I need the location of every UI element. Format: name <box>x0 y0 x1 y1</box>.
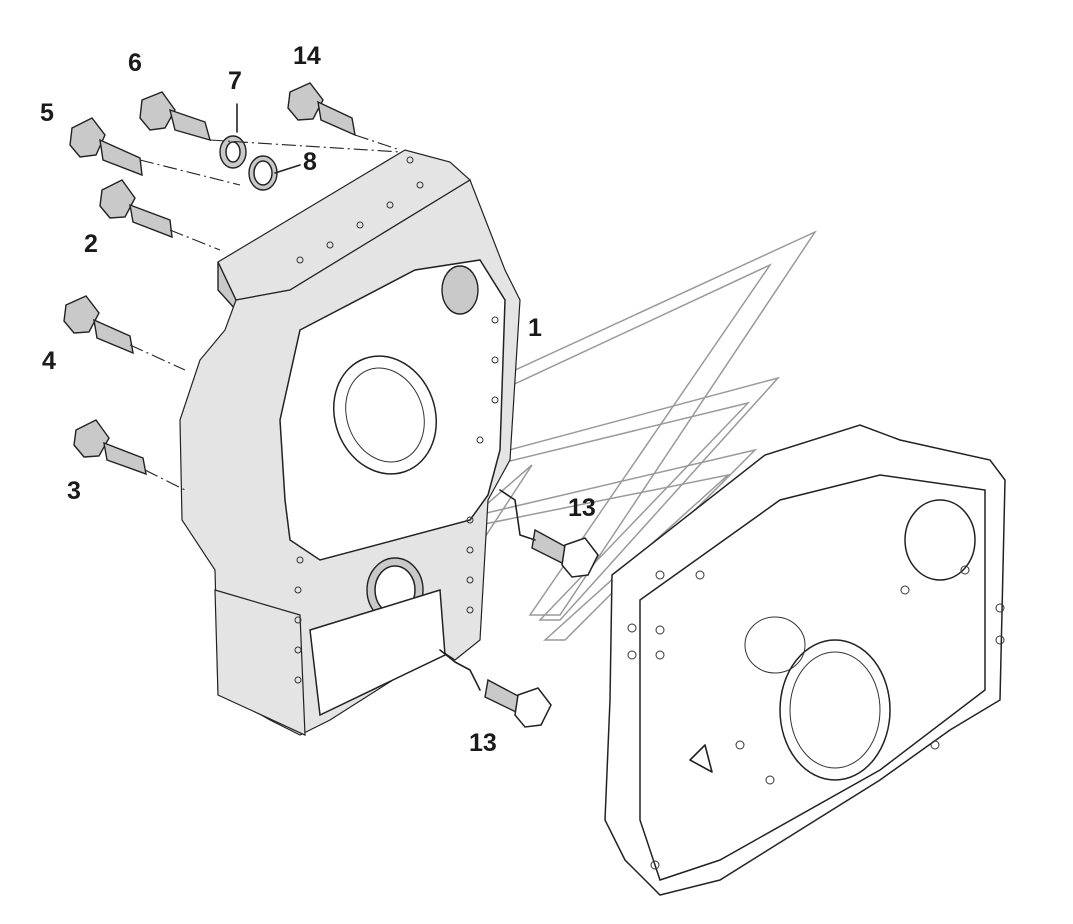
bolt-13-upper <box>531 528 599 578</box>
bolt-14 <box>287 82 356 137</box>
bolt-3 <box>73 419 147 476</box>
callout-14: 14 <box>293 42 321 70</box>
assembled-housing <box>604 424 1006 896</box>
bolt-5 <box>69 117 143 177</box>
bolt-6 <box>139 91 212 142</box>
callout-3: 3 <box>67 477 81 505</box>
leader-lines <box>129 103 536 691</box>
callout-8: 8 <box>303 148 317 176</box>
callout-7: 7 <box>228 67 242 95</box>
callout-4: 4 <box>42 347 56 375</box>
bolt-4 <box>63 295 134 355</box>
callout-13-upper: 13 <box>568 494 596 522</box>
bolt-13-lower <box>484 678 552 728</box>
washer-7 <box>219 135 247 169</box>
seal-ring-8 <box>248 155 278 191</box>
callout-13-lower: 13 <box>469 729 497 757</box>
bolt-2 <box>99 179 173 239</box>
housing-part-1 <box>179 149 521 736</box>
callout-5: 5 <box>40 99 54 127</box>
callout-6: 6 <box>128 49 142 77</box>
callout-1: 1 <box>528 314 542 342</box>
callout-2: 2 <box>84 230 98 258</box>
